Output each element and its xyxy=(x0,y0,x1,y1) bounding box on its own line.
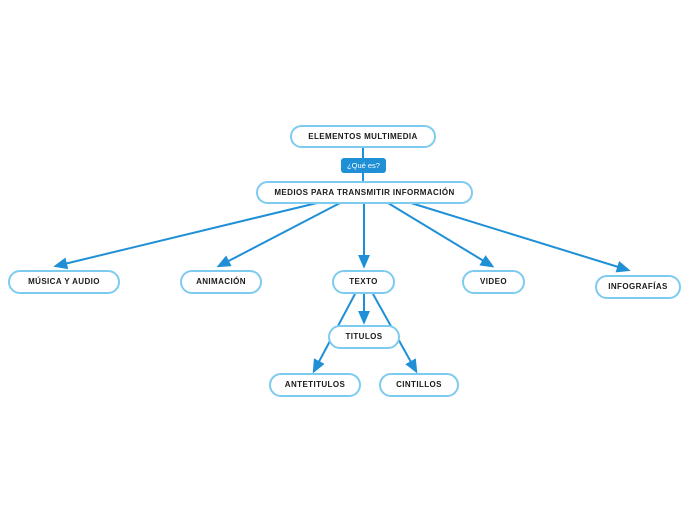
edge-label-text: ¿Qué es? xyxy=(347,160,380,170)
edge-medios-to-video xyxy=(387,202,495,268)
edge-medios-to-infografias xyxy=(410,202,631,273)
node-label: INFOGRAFÍAS xyxy=(608,282,668,291)
edge-label-que-es[interactable]: ¿Qué es? xyxy=(341,158,386,173)
node-cintillos[interactable]: CINTILLOS xyxy=(379,373,459,397)
edge-medios-to-musica xyxy=(53,202,318,270)
node-label: MEDIOS PARA TRANSMITIR INFORMACIÓN xyxy=(274,187,455,197)
edge-medios-to-animacion xyxy=(216,202,341,268)
node-label: VIDEO xyxy=(480,277,507,286)
node-label: ELEMENTOS MULTIMEDIA xyxy=(308,131,418,141)
node-label: MÚSICA Y AUDIO xyxy=(28,277,100,286)
node-elementos-multimedia[interactable]: ELEMENTOS MULTIMEDIA xyxy=(290,125,436,148)
node-texto[interactable]: TEXTO xyxy=(332,270,395,294)
node-musica-y-audio[interactable]: MÚSICA Y AUDIO xyxy=(8,270,120,294)
node-animacion[interactable]: ANIMACIÓN xyxy=(180,270,262,294)
node-label: ANTETITULOS xyxy=(284,380,346,389)
node-label: CINTILLOS xyxy=(396,380,442,389)
node-label: TITULOS xyxy=(345,332,383,341)
node-antetitulos[interactable]: ANTETITULOS xyxy=(269,373,361,397)
node-infografias[interactable]: INFOGRAFÍAS xyxy=(595,275,681,299)
node-titulos[interactable]: TITULOS xyxy=(328,325,400,349)
node-video[interactable]: VIDEO xyxy=(462,270,525,294)
node-medios-para-transmitir-informacion[interactable]: MEDIOS PARA TRANSMITIR INFORMACIÓN xyxy=(256,181,473,204)
node-label: TEXTO xyxy=(349,277,378,286)
node-label: ANIMACIÓN xyxy=(196,277,246,286)
